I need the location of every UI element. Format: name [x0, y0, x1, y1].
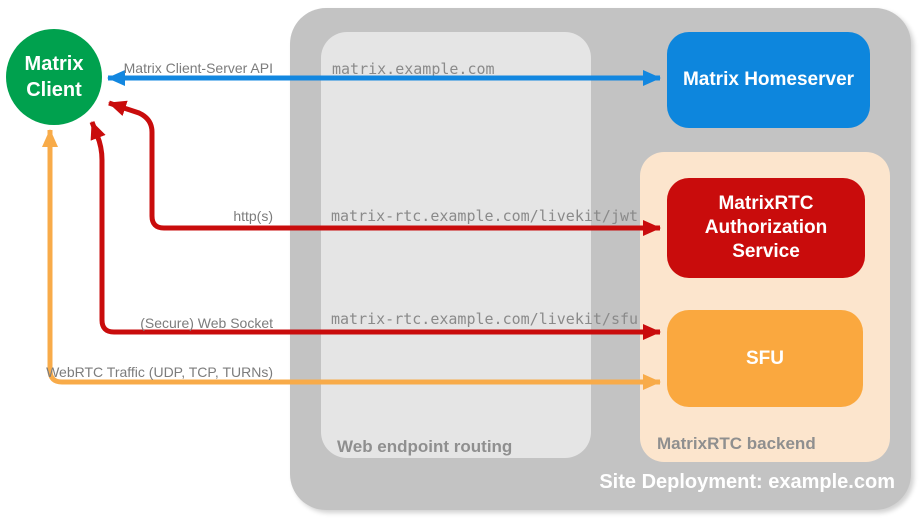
route-url-livekit-sfu: matrix-rtc.example.com/livekit/sfu — [331, 310, 639, 328]
route-url-homeserver: matrix.example.com — [332, 60, 495, 78]
web-endpoint-routing-container — [321, 32, 591, 458]
sfu-node: SFU — [667, 310, 863, 407]
matrix-homeserver-label: Matrix Homeserver — [682, 69, 855, 90]
web-endpoint-routing-label: Web endpoint routing — [337, 437, 513, 456]
matrixrtc-authorization-service-label: MatrixRTC Authorization Service — [704, 193, 828, 262]
matrixrtc-authorization-service-node: MatrixRTC Authorization Service — [667, 178, 865, 278]
matrixrtc-backend-label: MatrixRTC backend — [657, 434, 816, 453]
matrix-homeserver-node: Matrix Homeserver — [667, 32, 870, 128]
arrow-label-webrtc-traffic: WebRTC Traffic (UDP, TCP, TURNs) — [46, 364, 273, 380]
arrow-label-https: http(s) — [233, 208, 273, 224]
arrow-label-secure-web-socket: (Secure) Web Socket — [140, 315, 273, 331]
matrix-client-node: Matrix Client — [6, 29, 102, 125]
sfu-label: SFU — [746, 347, 784, 369]
route-url-livekit-jwt: matrix-rtc.example.com/livekit/jwt — [331, 207, 639, 225]
arrow-label-client-server-api: Matrix Client-Server API — [123, 60, 273, 76]
matrix-client-label: Matrix Client — [24, 53, 84, 101]
